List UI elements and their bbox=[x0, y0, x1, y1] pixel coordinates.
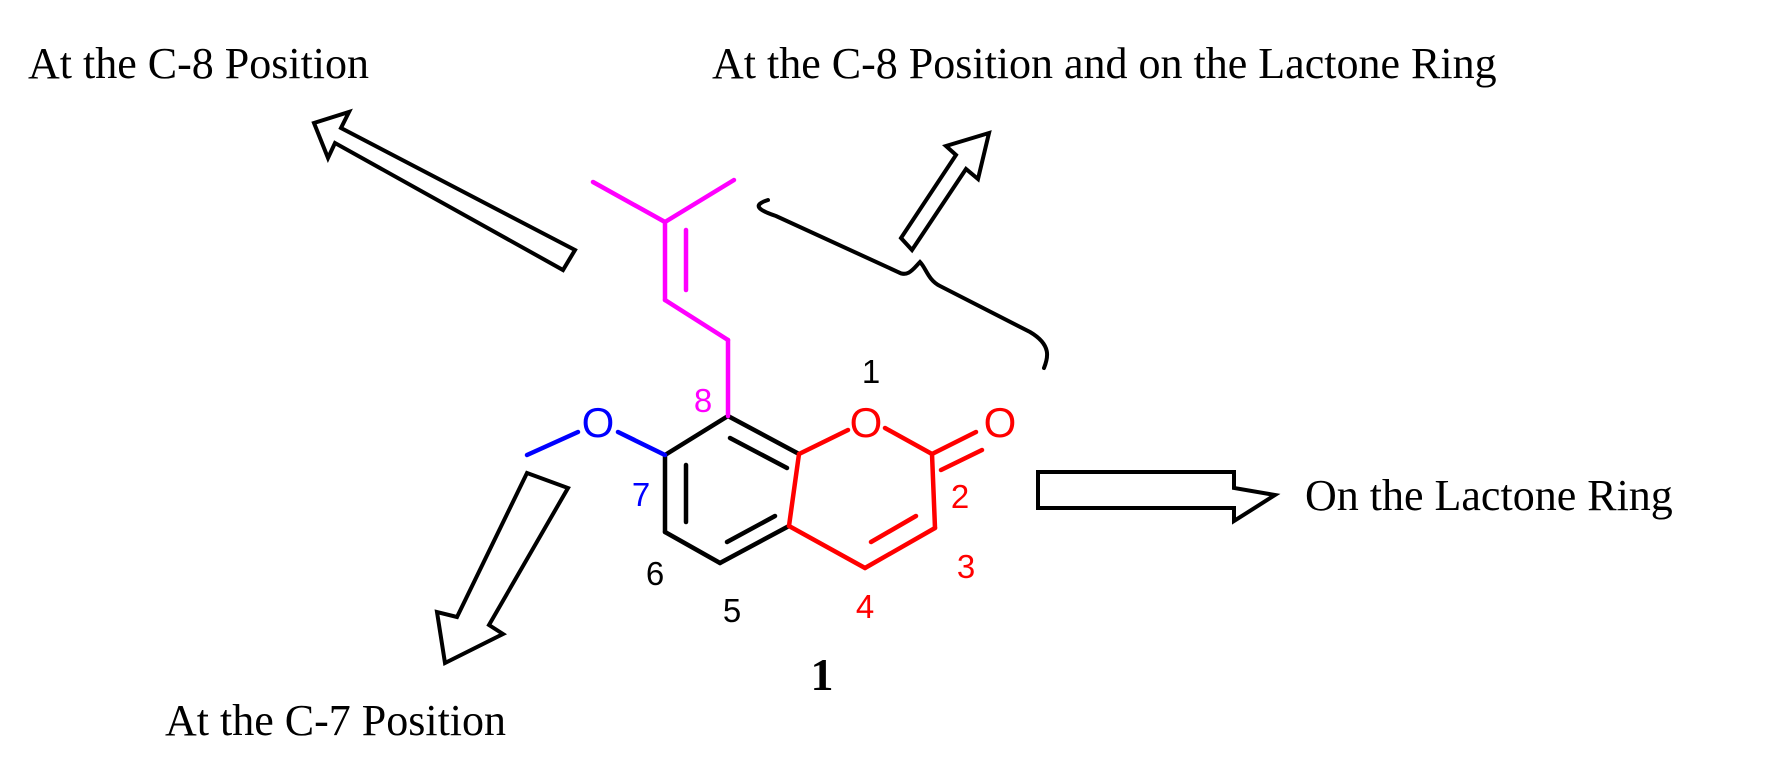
position-3-label: 3 bbox=[957, 548, 975, 585]
label-c8-and-lactone-ring: At the C-8 Position and on the Lactone R… bbox=[712, 39, 1497, 88]
bond-c8-c8a-inner bbox=[727, 435, 790, 471]
bond-c4a-c5-inner bbox=[724, 513, 778, 545]
position-6-label: 6 bbox=[646, 555, 664, 592]
label-c8-position: At the C-8 Position bbox=[28, 39, 369, 88]
bond-c8a-o1 bbox=[796, 427, 851, 457]
bond-c7-o bbox=[615, 429, 668, 458]
position-5-label: 5 bbox=[723, 592, 741, 629]
bond-ch2-ch bbox=[662, 297, 731, 343]
bond-c3-c4 bbox=[862, 525, 938, 571]
label-c7-position: At the C-7 Position bbox=[165, 696, 506, 745]
position-4-label: 4 bbox=[856, 588, 874, 625]
arrow-to-c8-and-lactone-ring bbox=[898, 130, 992, 254]
lactone-ring bbox=[786, 425, 985, 571]
bond-c-ch3a bbox=[590, 179, 668, 225]
bond-o-ch3 bbox=[524, 429, 581, 458]
bracket-brace bbox=[756, 198, 1050, 370]
bond-c8-c8a bbox=[725, 413, 802, 457]
position-1-label: 1 bbox=[862, 353, 880, 390]
methoxy-oxygen-label: O bbox=[582, 399, 615, 446]
bond-c8a-c4a bbox=[786, 451, 802, 529]
arrow-to-c8-position bbox=[311, 108, 578, 273]
bond-c3-c4-inner bbox=[868, 513, 919, 545]
bond-c4a-c5 bbox=[717, 523, 792, 566]
arrow-to-lactone-ring bbox=[1036, 470, 1281, 525]
bond-c7-c8 bbox=[662, 413, 731, 458]
position-7-label: 7 bbox=[632, 476, 650, 513]
bond-c2-o-carbonyl-inner bbox=[938, 447, 985, 473]
methoxy-group bbox=[524, 429, 668, 458]
bond-c4-c4a bbox=[786, 523, 868, 571]
benzene-ring bbox=[662, 413, 802, 566]
position-8-label: 8 bbox=[694, 382, 712, 419]
ring-oxygen-label: O bbox=[850, 399, 883, 446]
compound-number: 1 bbox=[811, 649, 834, 700]
carbonyl-oxygen-label: O bbox=[984, 399, 1017, 446]
label-lactone-ring: On the Lactone Ring bbox=[1305, 471, 1673, 520]
arrow-to-c7-position bbox=[434, 470, 571, 667]
bond-c2-c3 bbox=[929, 451, 938, 531]
bond-c2-o-carbonyl bbox=[929, 429, 979, 457]
bond-c-ch3b bbox=[662, 177, 737, 225]
position-2-label: 2 bbox=[951, 478, 969, 515]
bond-o1-c2 bbox=[882, 425, 935, 457]
prenyl-group bbox=[590, 177, 737, 419]
bond-c5-c6 bbox=[662, 529, 723, 566]
